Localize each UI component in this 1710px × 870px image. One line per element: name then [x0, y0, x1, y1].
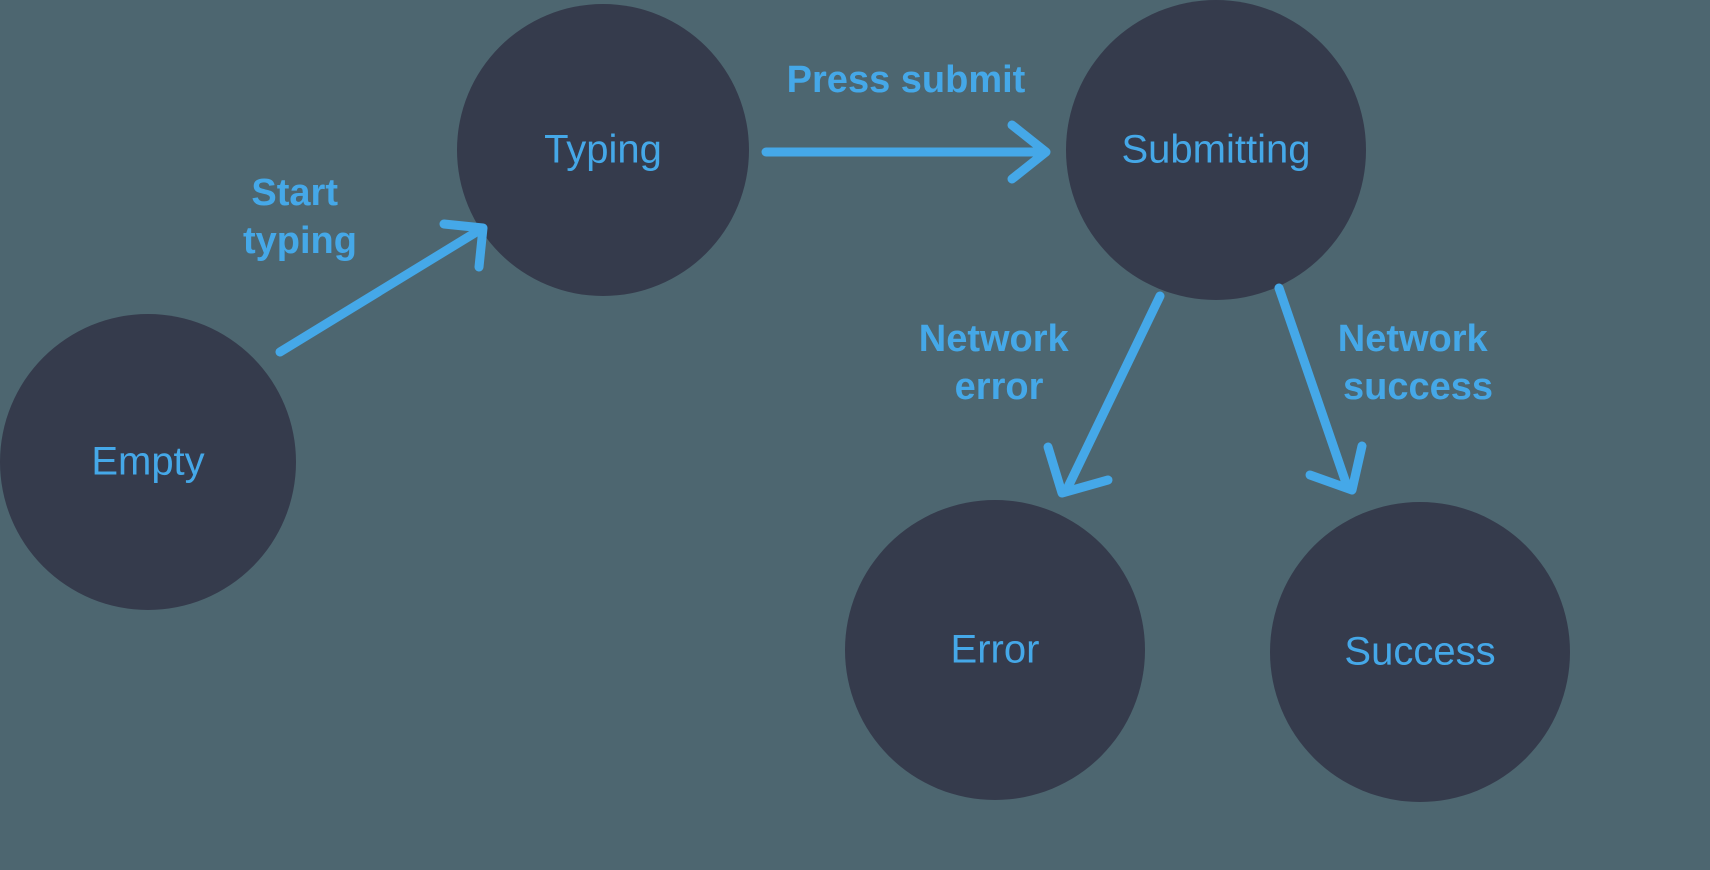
node-empty-circle[interactable]	[0, 314, 296, 610]
node-empty-label: Empty	[91, 440, 204, 484]
node-typing[interactable]: Typing	[457, 4, 749, 296]
node-success[interactable]: Success	[1270, 502, 1570, 802]
node-submitting-label: Submitting	[1122, 128, 1311, 172]
node-submitting[interactable]: Submitting	[1066, 0, 1366, 300]
edge-typing-to-submitting-label: Press submit	[787, 59, 1026, 101]
edge-submitting-to-success: Network success	[1274, 283, 1498, 495]
edge-label-line: error	[955, 366, 1044, 408]
edge-submitting-to-success-label: Network success	[1338, 318, 1498, 408]
edge-submitting-to-success-line	[1274, 283, 1351, 488]
node-typing-circle[interactable]	[457, 4, 749, 296]
node-empty[interactable]: Empty	[0, 314, 296, 610]
edge-label-line: success	[1343, 366, 1493, 408]
edge-submitting-to-error-label: Network error	[919, 318, 1079, 408]
edge-label-line: Start	[251, 172, 338, 214]
edge-label-line: Press submit	[787, 59, 1026, 101]
edge-empty-to-typing-arrowhead	[439, 219, 488, 272]
edge-submitting-to-error-line	[1063, 291, 1165, 492]
edge-label-line: typing	[243, 220, 357, 262]
edge-submitting-to-success-arrowhead	[1305, 441, 1367, 495]
node-success-label: Success	[1344, 630, 1495, 674]
edge-empty-to-typing: Start typing	[243, 172, 488, 357]
edge-submitting-to-error: Network error	[919, 291, 1165, 498]
edge-label-line: Network	[1338, 318, 1489, 360]
edge-empty-to-typing-line	[275, 226, 483, 357]
node-typing-label: Typing	[544, 128, 662, 172]
node-success-circle[interactable]	[1270, 502, 1570, 802]
node-error[interactable]: Error	[845, 500, 1145, 800]
edge-submitting-to-error-arrowhead	[1043, 442, 1113, 498]
edge-label-line: Network	[919, 318, 1070, 360]
node-error-label: Error	[951, 628, 1040, 672]
edge-typing-to-submitting: Press submit	[761, 59, 1051, 184]
edge-empty-to-typing-label: Start typing	[243, 172, 357, 262]
node-error-circle[interactable]	[845, 500, 1145, 800]
edge-typing-to-submitting-arrowhead	[1007, 120, 1051, 184]
node-submitting-circle[interactable]	[1066, 0, 1366, 300]
